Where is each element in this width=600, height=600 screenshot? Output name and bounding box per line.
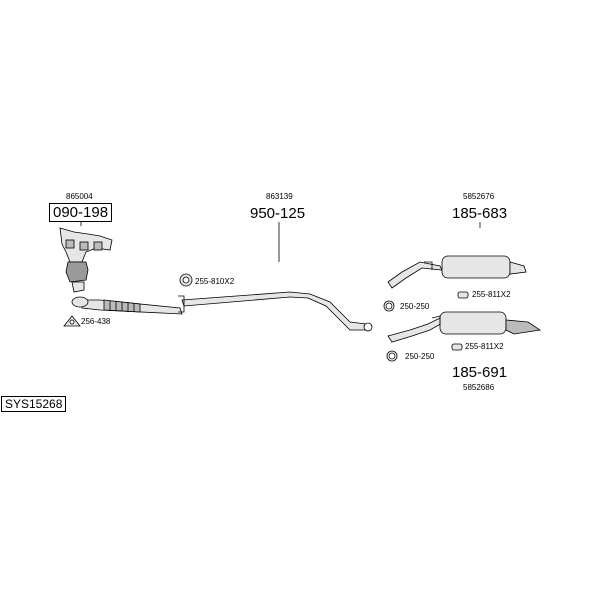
rear-silencer-upper[interactable] bbox=[387, 255, 527, 289]
diagram-code-label: SYS15268 bbox=[1, 396, 67, 412]
clamp-part-number[interactable]: 255-810X2 bbox=[195, 277, 235, 286]
rear-lower-part-number[interactable]: 185-691 bbox=[452, 364, 508, 381]
gasket-part-number[interactable]: 256-438 bbox=[81, 317, 111, 326]
manifold-part-number[interactable]: 090-198 bbox=[49, 203, 113, 222]
clamp-icon bbox=[179, 273, 193, 287]
rear-upper-mount-number[interactable]: 255-811X2 bbox=[472, 290, 511, 299]
rear-upper-part-number[interactable]: 185-683 bbox=[452, 205, 508, 222]
rear-lower-oem-label: 5852686 bbox=[463, 383, 495, 392]
gasket-icon bbox=[63, 315, 81, 327]
mount-icon-lower bbox=[451, 343, 463, 351]
rear-upper-oem-label: 5852676 bbox=[463, 192, 495, 201]
rear-lower-mount-number[interactable]: 255-811X2 bbox=[465, 342, 504, 351]
mount-icon-upper bbox=[457, 291, 469, 299]
rear-lower-clamp-number[interactable]: 250-250 bbox=[405, 352, 435, 361]
middle-pipe[interactable] bbox=[178, 291, 373, 332]
ring-clamp-icon-lower bbox=[386, 350, 398, 362]
rear-upper-clamp-number[interactable]: 250-250 bbox=[400, 302, 430, 311]
front-pipe[interactable] bbox=[71, 296, 183, 315]
middle-pipe-oem-label: 863139 bbox=[266, 192, 293, 201]
manifold-catalyst[interactable] bbox=[59, 227, 113, 293]
rear-silencer-lower[interactable] bbox=[387, 311, 542, 343]
ring-clamp-icon-upper bbox=[383, 300, 395, 312]
middle-pipe-part-number[interactable]: 950-125 bbox=[250, 205, 306, 222]
manifold-oem-label: 865004 bbox=[66, 192, 93, 201]
